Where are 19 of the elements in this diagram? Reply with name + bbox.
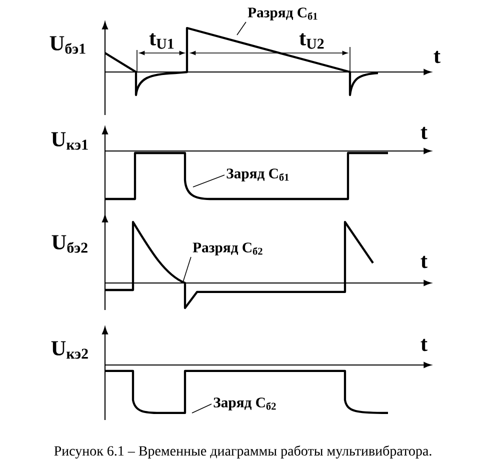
leader-line — [192, 404, 212, 414]
axis-label: t — [420, 256, 428, 268]
axis-label: U$_{кэ2}$ — [51, 341, 88, 359]
dimension-label: t$_{U1}$ — [149, 33, 174, 49]
leader-line — [236, 22, 246, 36]
dimension-label: t$_{U2}$ — [299, 33, 324, 49]
axis-label: t — [434, 50, 440, 64]
annotation: Заряд C$_{б1}$ — [226, 168, 289, 182]
axis-label: U$_{бэ1}$ — [50, 36, 86, 54]
axis-label: U$_{бэ2}$ — [52, 235, 88, 253]
axis-label: U$_{кэ1}$ — [51, 132, 88, 150]
leader-line — [182, 256, 192, 282]
axis-label: t — [420, 126, 428, 140]
caption: Рисунок 6.1 – Временные диаграммы работы мультивибратора. — [54, 445, 432, 458]
axis-label: t — [420, 338, 428, 352]
annotation: Разряд C$_{б2}$ — [192, 242, 262, 256]
annotation: Заряд C$_{б2}$ — [214, 398, 276, 410]
annotation: Разряд C$_{б1}$ — [248, 8, 318, 20]
leader-line — [192, 174, 225, 188]
